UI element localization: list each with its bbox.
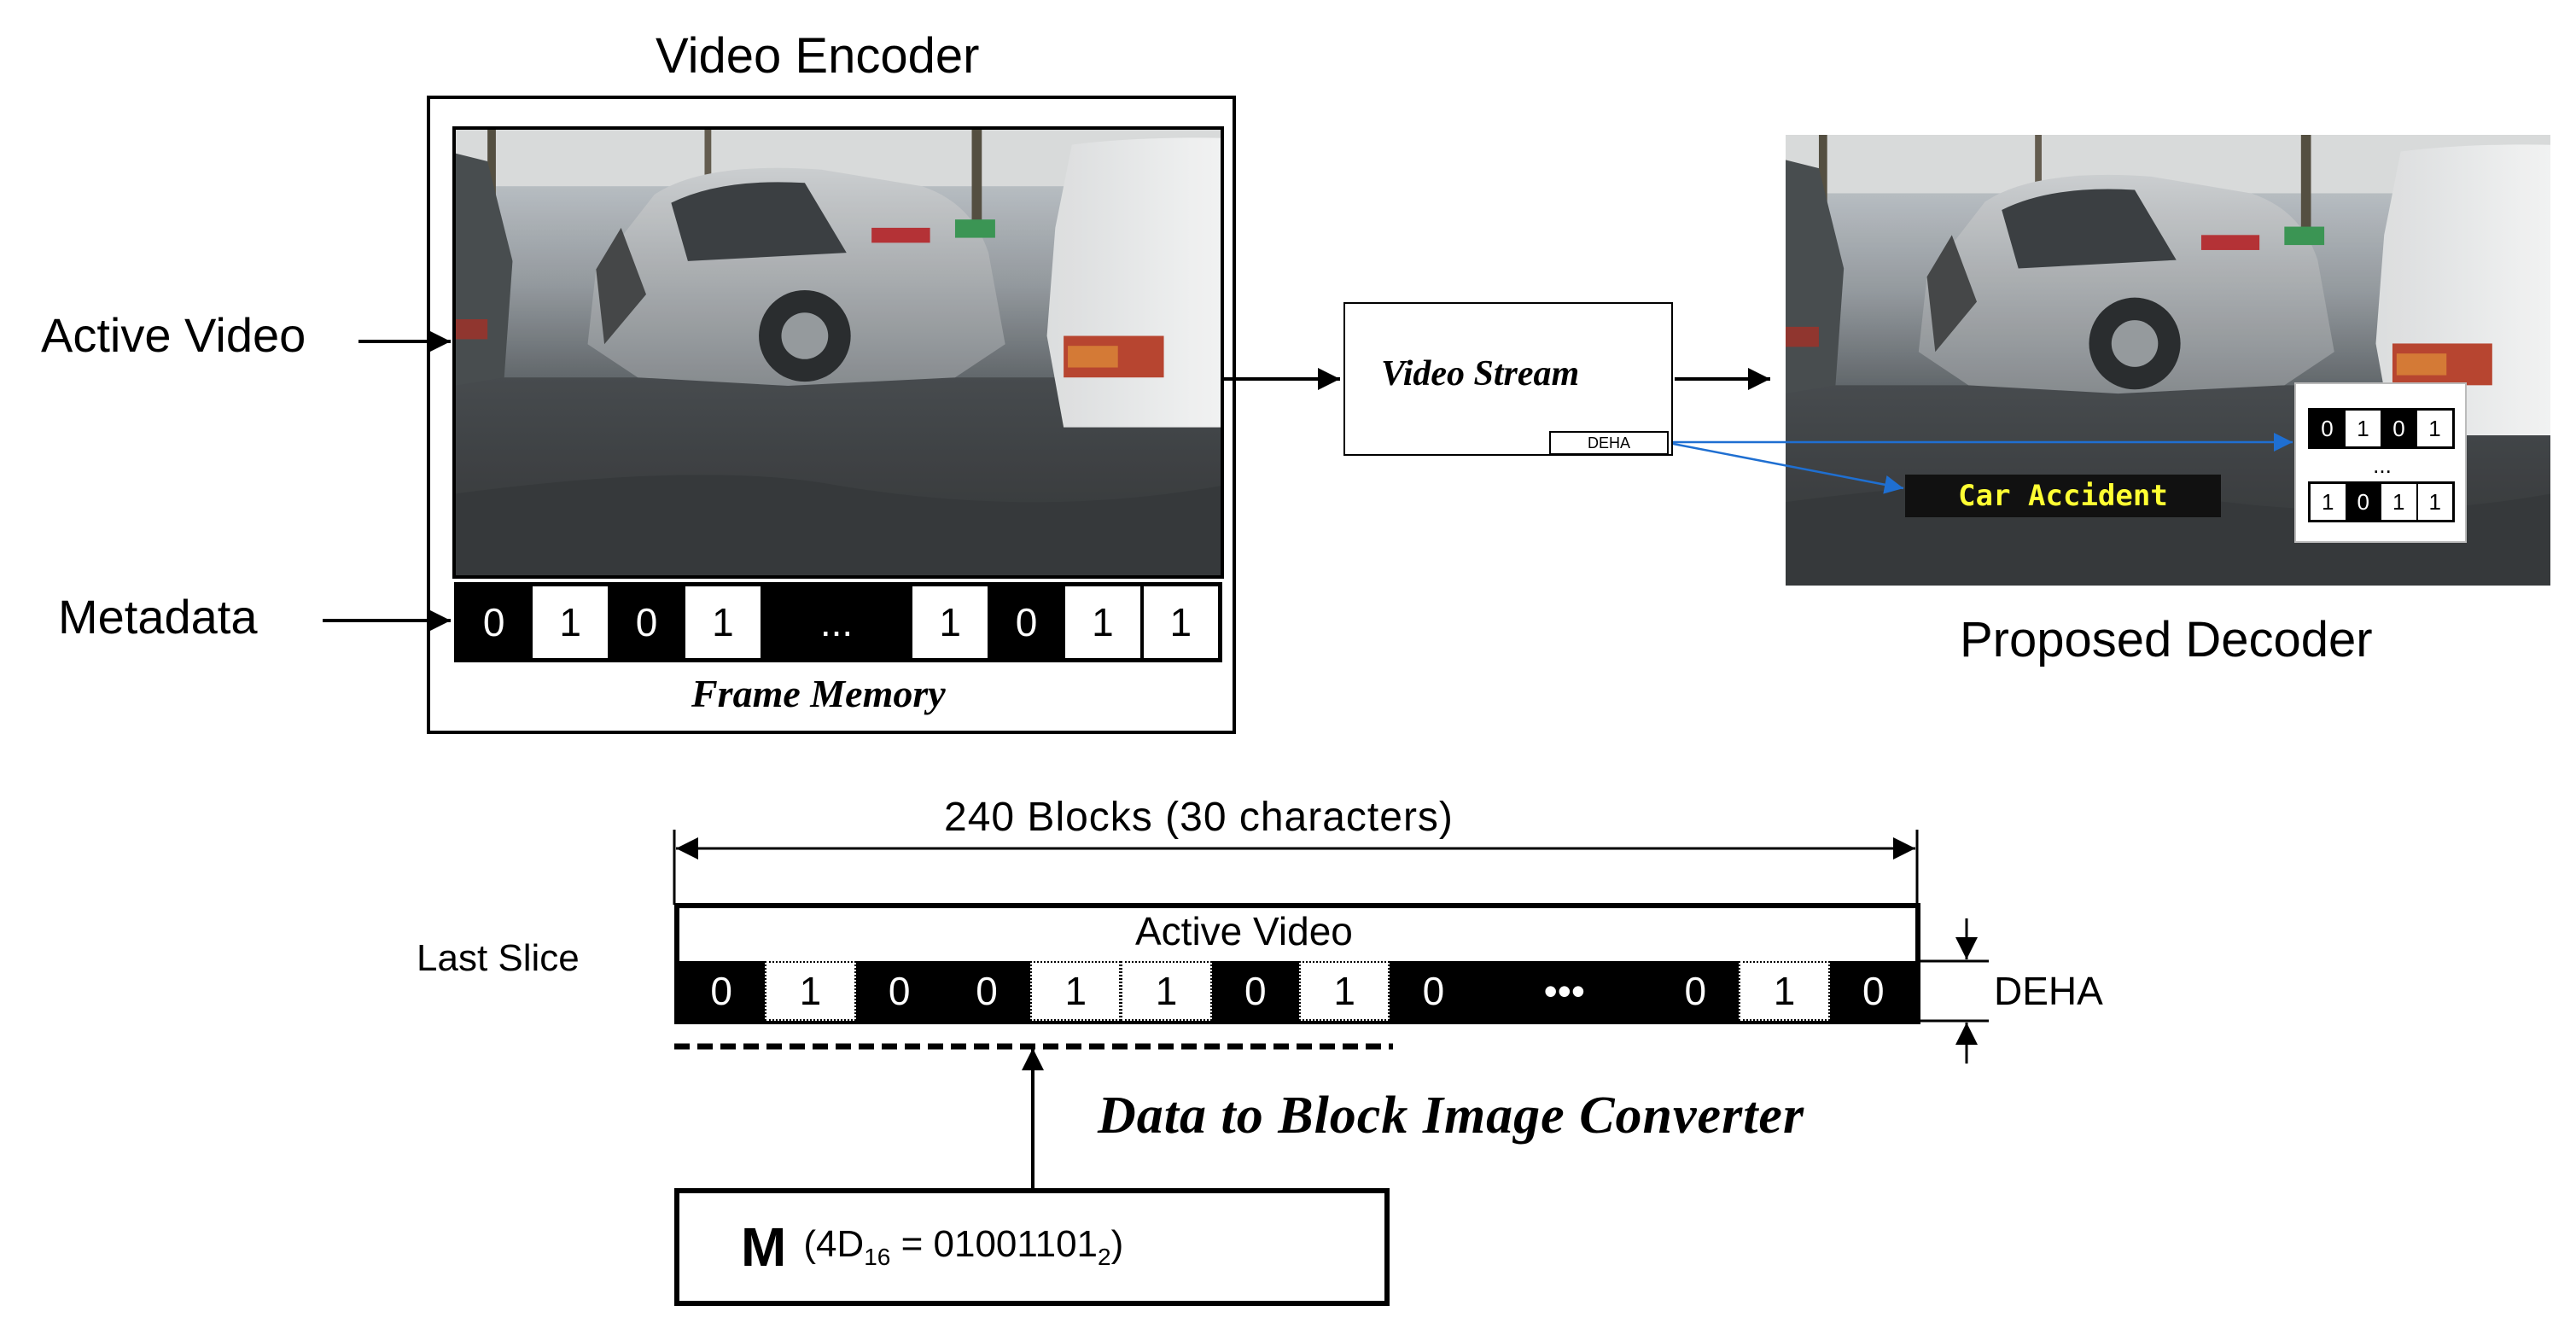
bit-cell: 1 (2416, 483, 2453, 521)
bit-cell: 0 (2310, 410, 2345, 447)
m-hex-value: (4D16 = 010011012) (803, 1223, 1124, 1270)
deha-to-caption-arrow (1664, 440, 1904, 494)
bit-cell: 0 (678, 961, 766, 1021)
bit-cell: 1 (2416, 410, 2453, 447)
bit-cell: 0 (942, 961, 1031, 1021)
bit-cell: 0 (2381, 410, 2416, 447)
span-label: 240 Blocks (30 characters) (944, 795, 1454, 840)
encoder-active-video-photo (452, 126, 1224, 579)
video-encoder-title: Video Encoder (656, 28, 980, 84)
last-slice-block (674, 903, 1920, 1024)
bit-cell: 0 (1652, 961, 1740, 1021)
last-slice-label: Last Slice (417, 937, 580, 979)
metadata-input-label: Metadata (58, 590, 258, 644)
m-symbol: M (741, 1216, 787, 1278)
bit-cell: 1 (1030, 961, 1122, 1021)
bit-cell: 0 (609, 585, 685, 660)
bit-cell: 1 (1121, 961, 1212, 1021)
bit-cell: 0 (2346, 483, 2381, 521)
bit-cell: 0 (855, 961, 943, 1021)
bit-cell: 0 (457, 585, 532, 660)
bit-cell: 1 (2310, 483, 2346, 521)
bit-cell: 0 (1211, 961, 1299, 1021)
bit-ellipsis: ••• (1477, 961, 1652, 1021)
frame-memory-label: Frame Memory (691, 672, 946, 715)
bit-cell: 0 (1390, 961, 1477, 1021)
slice-active-video-label: Active Video (1135, 909, 1353, 953)
bit-cell: 1 (2381, 483, 2417, 521)
proposed-decoder-title: Proposed Decoder (1960, 612, 2373, 667)
car-accident-caption: Car Accident (1905, 475, 2221, 517)
active-video-input-label: Active Video (41, 308, 306, 362)
bit-cell: 1 (684, 585, 762, 660)
bit-cell: 0 (1829, 961, 1917, 1021)
bit-cell: 0 (988, 585, 1064, 660)
bit-ellipsis: ... (761, 585, 912, 660)
bit-cell: 1 (1298, 961, 1390, 1021)
bit-cell: 1 (531, 585, 609, 660)
converter-label: Data to Block Image Converter (1098, 1087, 1805, 1145)
video-stream-box (1343, 302, 1673, 456)
deha-dimension-label: DEHA (1994, 969, 2103, 1013)
video-stream-label: Video Stream (1381, 354, 1580, 393)
deha-tag: DEHA (1549, 431, 1669, 455)
video-encoder-box (427, 96, 1236, 734)
bit-cell: 1 (1141, 585, 1221, 660)
bit-cell: 1 (765, 961, 856, 1021)
bit-cell: 1 (1739, 961, 1830, 1021)
bit-cell: 1 (2345, 410, 2381, 447)
metadata-char-box: M (4D16 = 010011012) (674, 1188, 1390, 1306)
overlay-ellipsis: ... (2373, 452, 2392, 478)
bit-cell: 1 (911, 585, 989, 660)
bit-cell: 1 (1064, 585, 1142, 660)
